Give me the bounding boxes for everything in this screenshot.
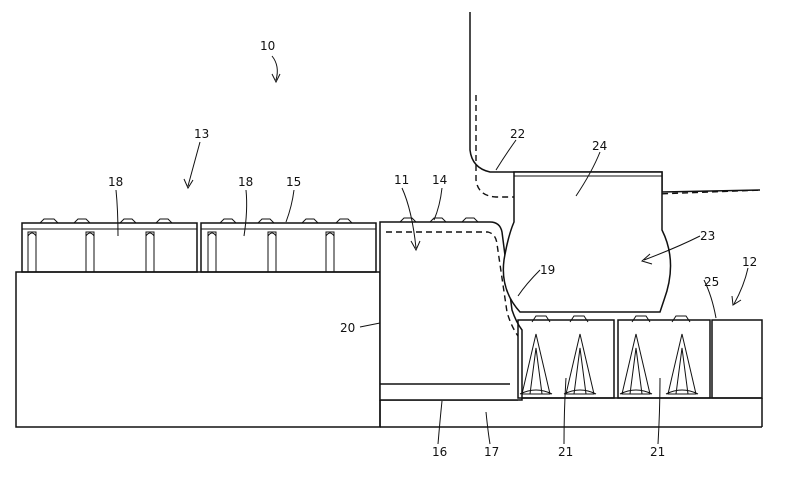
label-11: 11 [394,173,409,187]
label-20: 20 [340,321,355,335]
label-16: 16 [432,445,447,459]
label-17: 17 [484,445,499,459]
label-24: 24 [592,139,607,153]
label-21a: 21 [558,445,573,459]
label-14: 14 [432,173,447,187]
label-22: 22 [510,127,525,141]
label-23: 23 [700,229,715,243]
label-15: 15 [286,175,301,189]
gripper-product-23 [502,171,672,313]
label-10: 10 [260,39,275,53]
label-18b: 18 [238,175,253,189]
label-12: 12 [742,255,757,269]
product-group-12 [517,315,763,399]
label-19: 19 [540,263,555,277]
reference-labels: 10 13 18 18 15 11 14 22 24 23 19 12 25 2… [108,39,757,459]
label-25: 25 [704,275,719,289]
transfer-block-11 [379,217,523,401]
label-13: 13 [194,127,209,141]
chute [469,12,763,198]
label-18a: 18 [108,175,123,189]
label-21b: 21 [650,445,665,459]
leader-lines [115,55,749,445]
product-group-13 [21,218,377,273]
